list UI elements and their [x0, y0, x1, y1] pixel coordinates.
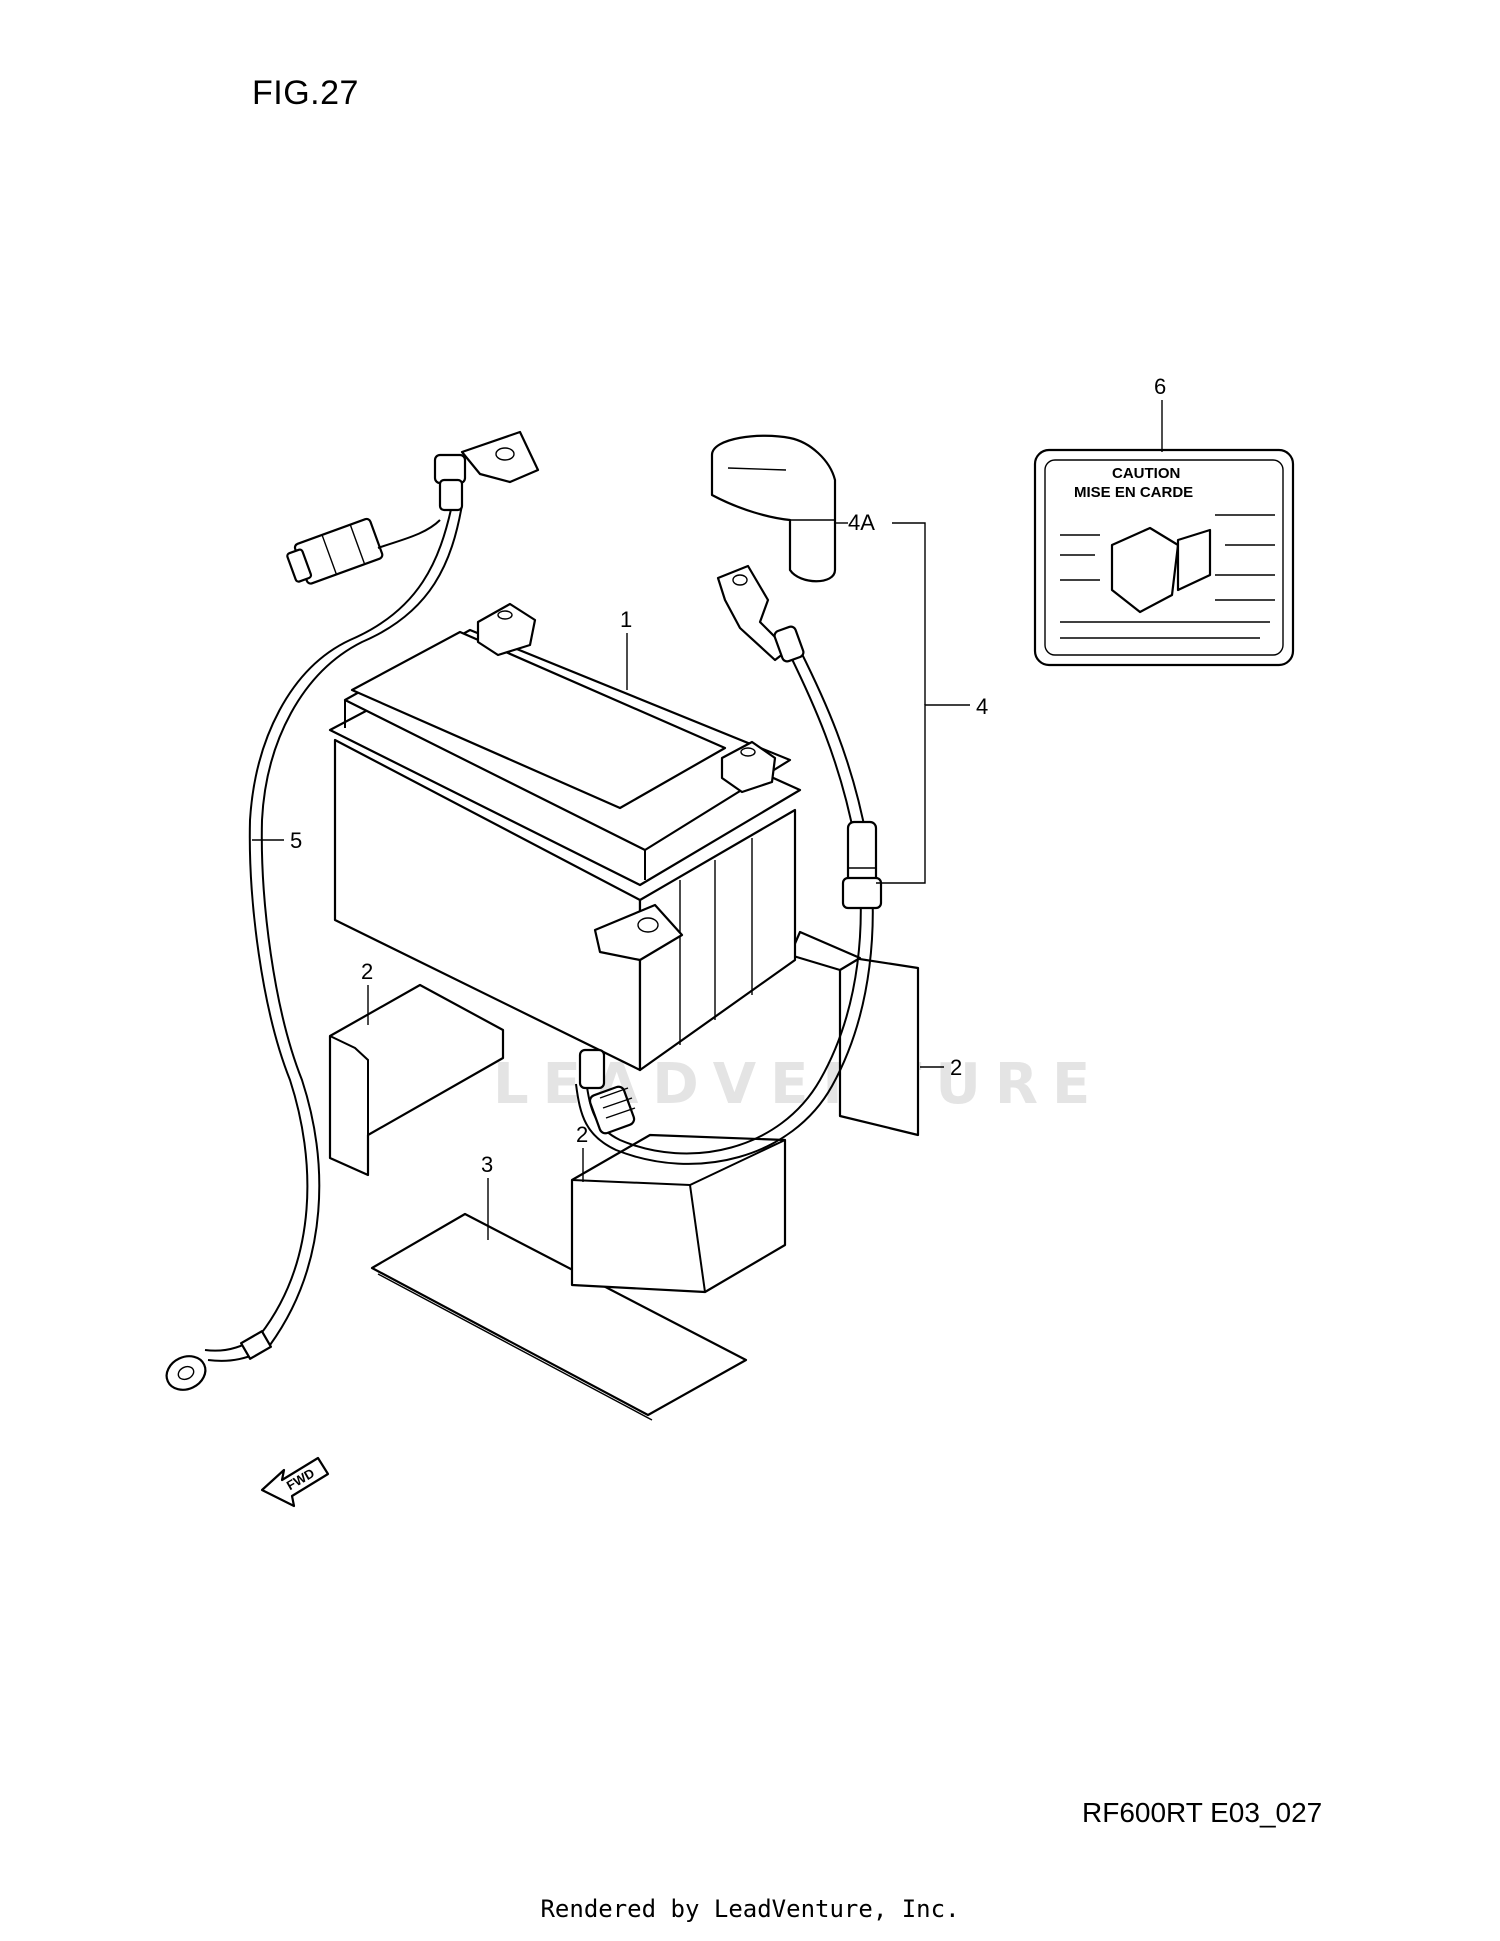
callout-pad-right: 2 — [950, 1055, 962, 1080]
callout-pad-lower: 2 — [576, 1122, 588, 1147]
callout-terminal-cover: 4A — [848, 510, 875, 535]
positive-lead — [575, 564, 883, 1165]
callout-pad-left: 2 — [361, 959, 373, 984]
model-code: RF600RT E03_027 — [1082, 1797, 1323, 1828]
caution-label: CAUTION MISE EN CARDE — [1033, 448, 1295, 667]
callout-battery: 1 — [620, 607, 632, 632]
ground-lead — [165, 430, 540, 1391]
fwd-arrow: FWD — [260, 1456, 330, 1508]
pad-right — [788, 930, 920, 1137]
caution-label-line1: CAUTION — [1112, 465, 1180, 482]
callout-ground-lead: 5 — [290, 828, 302, 853]
pad-lower — [570, 1133, 787, 1294]
leader-lines — [252, 400, 1163, 1240]
battery — [328, 602, 802, 1072]
callout-tray: 3 — [481, 1152, 493, 1177]
callout-caution-label: 6 — [1154, 374, 1166, 399]
caution-label-line2: MISE EN CARDE — [1074, 484, 1193, 501]
figure-title: FIG.27 — [252, 74, 359, 112]
terminal-cover — [710, 434, 837, 583]
pad-left — [328, 983, 505, 1177]
battery-tray — [370, 1212, 748, 1421]
callout-positive-lead: 4 — [976, 694, 988, 719]
footer-credit: Rendered by LeadVenture, Inc. — [540, 1895, 960, 1923]
